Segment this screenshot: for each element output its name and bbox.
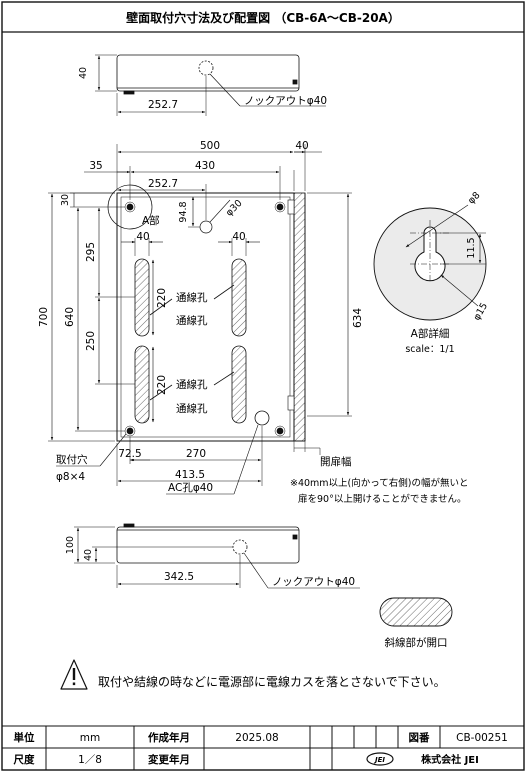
dim-72-5: 72.5 [118, 448, 141, 460]
dim-edge: 35 [89, 160, 102, 172]
detail-dim-11-5: 11.5 [466, 237, 477, 258]
drawing-title: 壁面取付穴寸法及び配置図 （CB-6A～CB-20A） [126, 10, 400, 25]
detail-a [373, 204, 487, 321]
scale-label: 尺度 [14, 753, 35, 766]
bottom-dim-342-5: 342.5 [164, 571, 194, 583]
svg-text:JEI: JEI [373, 756, 385, 764]
created-label: 作成年月 [148, 731, 190, 744]
ac-hole [254, 410, 270, 426]
drawing-no-value: CB-00251 [456, 732, 508, 744]
a-detail-label: A部 [142, 214, 160, 227]
bottom-knockout-label: ノックアウトφ40 [272, 576, 355, 588]
slot-right-top [231, 258, 247, 337]
dim-top-hole: 30 [60, 194, 71, 206]
slot-width-left: 40 [136, 231, 149, 243]
wiring-hole-4: 通線孔 [176, 402, 208, 415]
warning-text: 取付や結線の時などに電源部に電線カスを落とさないで下さい。 [98, 674, 446, 689]
unit-value: mm [80, 732, 100, 744]
warning-icon [60, 659, 88, 690]
wiring-hole-1: 通線孔 [176, 291, 208, 304]
company-logo: JEI [366, 752, 394, 766]
wiring-hole-3: 通線孔 [176, 378, 208, 391]
dim-634: 634 [352, 308, 364, 328]
note-line-1: ※40mm以上(向かって右側)の幅が無いと [290, 477, 469, 489]
dim-ko-x: 252.7 [148, 178, 178, 190]
top-knockout-label: ノックアウトφ40 [244, 95, 327, 107]
dim-hole-x: 430 [195, 160, 215, 172]
bottom-dim-100: 100 [65, 536, 76, 554]
created-value: 2025.08 [235, 732, 278, 744]
title-block [2, 725, 524, 770]
bottom-view [74, 523, 360, 589]
detail-label: A部詳細 [411, 327, 450, 340]
dim-413-5: 413.5 [175, 469, 205, 481]
dim-295: 295 [85, 242, 97, 262]
mount-hole-tr [276, 203, 284, 211]
dim-ko-y: 94.8 [178, 201, 189, 222]
door-width-label: 開扉幅 [320, 455, 352, 468]
mount-hole-spec: φ8×4 [56, 471, 85, 483]
hatch-legend-label: 斜線部が開口 [385, 636, 448, 649]
scale-value: 1／8 [78, 754, 102, 766]
top-knockout-circle [198, 60, 214, 76]
drawing-no-label: 図番 [409, 731, 430, 744]
dim-side: 40 [295, 140, 308, 152]
dim-640: 640 [64, 307, 76, 327]
ac-hole-label: AC孔φ40 [168, 481, 213, 494]
slot-left-bottom [134, 345, 150, 424]
mount-hole-br [276, 427, 284, 435]
bottom-dim-40: 40 [83, 549, 94, 561]
dim-250: 250 [85, 331, 97, 351]
detail-dim-15: φ15 [471, 301, 490, 322]
dim-270: 270 [186, 448, 206, 460]
detail-scale: scale：1/1 [405, 344, 454, 355]
slot-right-bottom [231, 345, 247, 424]
dim-height-total: 700 [38, 307, 50, 327]
slot-width-right: 40 [232, 231, 245, 243]
wiring-hole-2: 通線孔 [176, 314, 208, 327]
top-dim-ko-pos: 252.7 [148, 99, 178, 111]
mount-hole-tl [126, 203, 134, 211]
top-dim-height: 40 [78, 67, 89, 79]
note-line-2: 扉を90°以上開けることができません。 [298, 493, 467, 505]
slot-len-2: 220 [156, 375, 168, 395]
detail-dim-8: φ8 [466, 190, 482, 206]
changed-label: 変更年月 [148, 753, 190, 766]
unit-label: 単位 [14, 731, 35, 744]
mount-hole-bl [126, 427, 134, 435]
slot-len-1: 220 [156, 288, 168, 308]
slot-left-top [134, 258, 150, 337]
dim-width: 500 [200, 140, 220, 152]
mount-hole-label: 取付穴 [56, 453, 88, 466]
front-view [48, 144, 352, 495]
top-view [95, 54, 326, 116]
hatch-legend-swatch [379, 597, 453, 627]
company-name: 株式会社 JEI [421, 753, 479, 766]
